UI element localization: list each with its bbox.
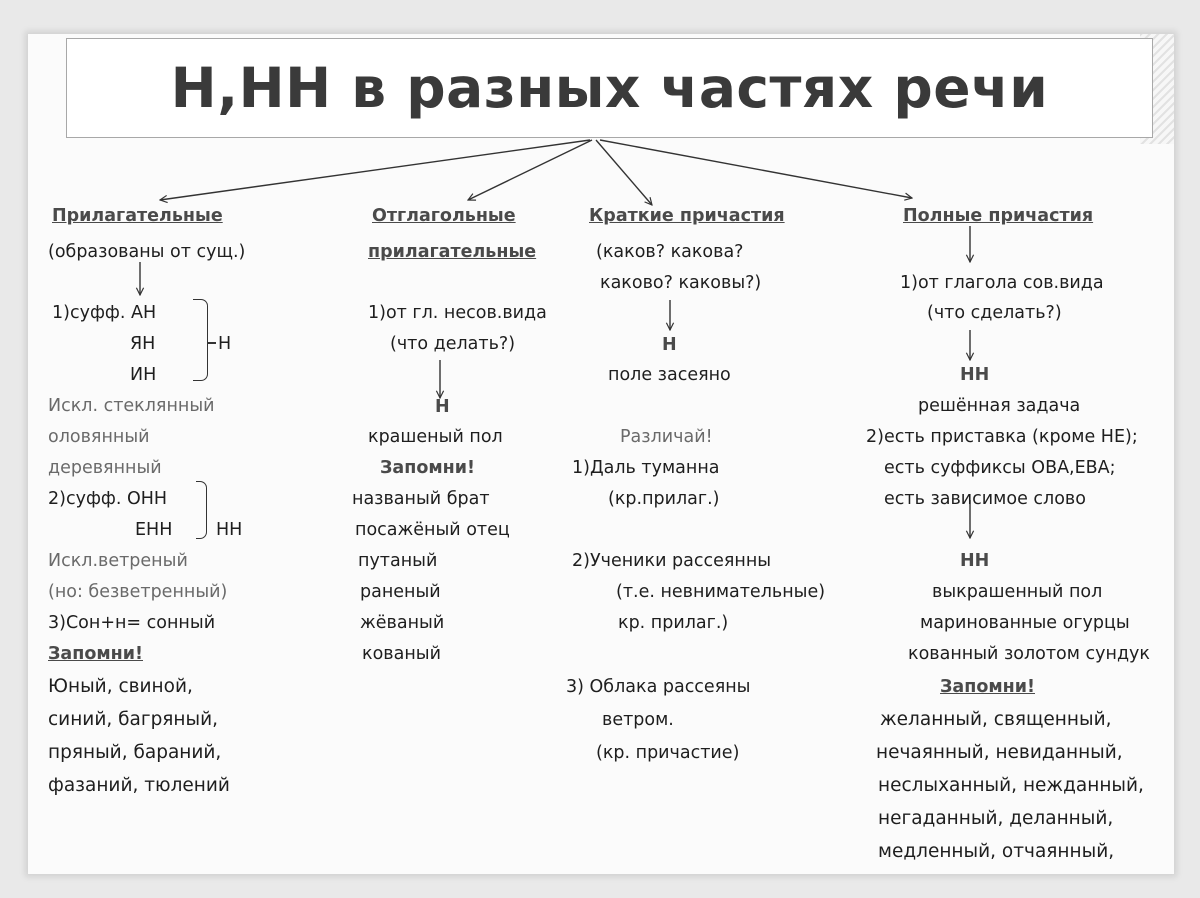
- col2-rule: 1)от гл. несов.вида: [368, 303, 547, 323]
- col1-rule1-result: Н: [218, 334, 232, 354]
- col1-subtitle: (образованы от сущ.): [48, 242, 246, 262]
- col1-rule2-result: НН: [216, 520, 243, 540]
- col2-word4: раненый: [360, 582, 441, 602]
- col3-example1-b: (кр.прилаг.): [608, 489, 720, 509]
- col1-rule3: 3)Сон+н= сонный: [48, 613, 216, 633]
- col3-example3-b: ветром.: [602, 710, 674, 730]
- col2-heading-line2: прилагательные: [368, 242, 537, 262]
- col1-word-line1: Юный, свиной,: [48, 676, 193, 697]
- bracket-an-tick: [207, 342, 216, 344]
- col2-word1: названый брат: [352, 489, 490, 509]
- col1-heading: Прилагательные: [52, 206, 223, 226]
- col4-word-line5: медленный, отчаянный,: [878, 841, 1115, 862]
- col4-example2-a: выкрашенный пол: [932, 582, 1103, 602]
- col4-example1: решённая задача: [918, 396, 1081, 416]
- bracket-onn: [196, 481, 207, 539]
- arrow-to-col2: [468, 139, 593, 200]
- col4-word-line2: нечаянный, невиданный,: [876, 742, 1123, 763]
- col3-example2-b: (т.е. невнимательные): [616, 582, 826, 602]
- col3-example3-a: 3) Облака рассеяны: [566, 677, 751, 697]
- col1-word-line4: фазаний, тюлений: [48, 775, 230, 796]
- col1-suffix-enn: ЕНН: [135, 520, 173, 540]
- col4-rule2-b: есть суффиксы ОВА,ЕВА;: [884, 458, 1116, 478]
- col2-word3: путаный: [358, 551, 438, 571]
- col1-rule2-label: 2)суфф. ОНН: [48, 489, 168, 509]
- col1-exception2-b: (но: безветренный): [48, 582, 228, 602]
- col4-rule1: 1)от глагола сов.вида: [900, 273, 1104, 293]
- col4-remember: Запомни!: [940, 677, 1035, 697]
- slide: Н,НН в разных частях речи: [28, 34, 1174, 874]
- col4-question1: (что сделать?): [927, 303, 1062, 323]
- col1-exception1-c: деревянный: [48, 458, 162, 478]
- col1-word-line2: синий, багряный,: [48, 709, 219, 730]
- col1-rule1-label: 1)суфф. АН: [52, 303, 157, 323]
- col4-word-line3: неслыханный, нежданный,: [878, 775, 1144, 796]
- col2-word5: жёваный: [360, 613, 445, 633]
- col4-result1: НН: [960, 365, 990, 385]
- arrow-to-col1: [160, 139, 591, 200]
- col1-remember: Запомни!: [48, 644, 143, 664]
- col1-suffix-yan: ЯН: [130, 334, 156, 354]
- bracket-an: [193, 299, 208, 381]
- col3-example: поле засеяно: [608, 365, 731, 385]
- col4-word-line1: желанный, священный,: [880, 709, 1112, 730]
- col3-distinguish: Различай!: [620, 427, 713, 447]
- col2-question: (что делать?): [390, 334, 516, 354]
- col3-example3-c: (кр. причастие): [596, 743, 740, 763]
- col4-result2: НН: [960, 551, 990, 571]
- col1-exception2-a: Искл.ветреный: [48, 551, 188, 571]
- col2-heading-line1: Отглагольные: [372, 206, 516, 226]
- col4-heading: Полные причастия: [903, 206, 1094, 226]
- col1-exception1-a: Искл. стеклянный: [48, 396, 215, 416]
- col4-example2-b: маринованные огурцы: [920, 613, 1130, 633]
- col2-result: Н: [435, 397, 450, 417]
- col1-exception1-b: оловянный: [48, 427, 150, 447]
- col2-example: крашеный пол: [368, 427, 503, 447]
- col1-word-line3: пряный, бараний,: [48, 742, 222, 763]
- arrow-to-col3: [595, 139, 652, 205]
- col3-example1-a: 1)Даль туманна: [572, 458, 720, 478]
- col3-result: Н: [662, 335, 677, 355]
- col3-question1: (каков? какова?: [596, 242, 744, 262]
- page-title: Н,НН в разных частях речи: [170, 56, 1049, 120]
- col2-word2: посажёный отец: [355, 520, 510, 540]
- col3-question2: каково? каковы?): [600, 273, 762, 293]
- col3-heading: Краткие причастия: [589, 206, 785, 226]
- col4-rule2-a: 2)есть приставка (кроме НЕ);: [866, 427, 1138, 447]
- title-box: Н,НН в разных частях речи: [66, 38, 1153, 138]
- arrow-to-col4: [599, 139, 912, 198]
- col3-example2-c: кр. прилаг.): [618, 613, 729, 633]
- col2-remember: Запомни!: [380, 458, 475, 478]
- col2-word6: кованый: [362, 644, 441, 664]
- col1-suffix-in: ИН: [130, 365, 157, 385]
- col4-word-line4: негаданный, деланный,: [878, 808, 1114, 829]
- col4-example2-c: кованный золотом сундук: [908, 644, 1150, 664]
- col4-rule2-c: есть зависимое слово: [884, 489, 1086, 509]
- col3-example2-a: 2)Ученики рассеянны: [572, 551, 772, 571]
